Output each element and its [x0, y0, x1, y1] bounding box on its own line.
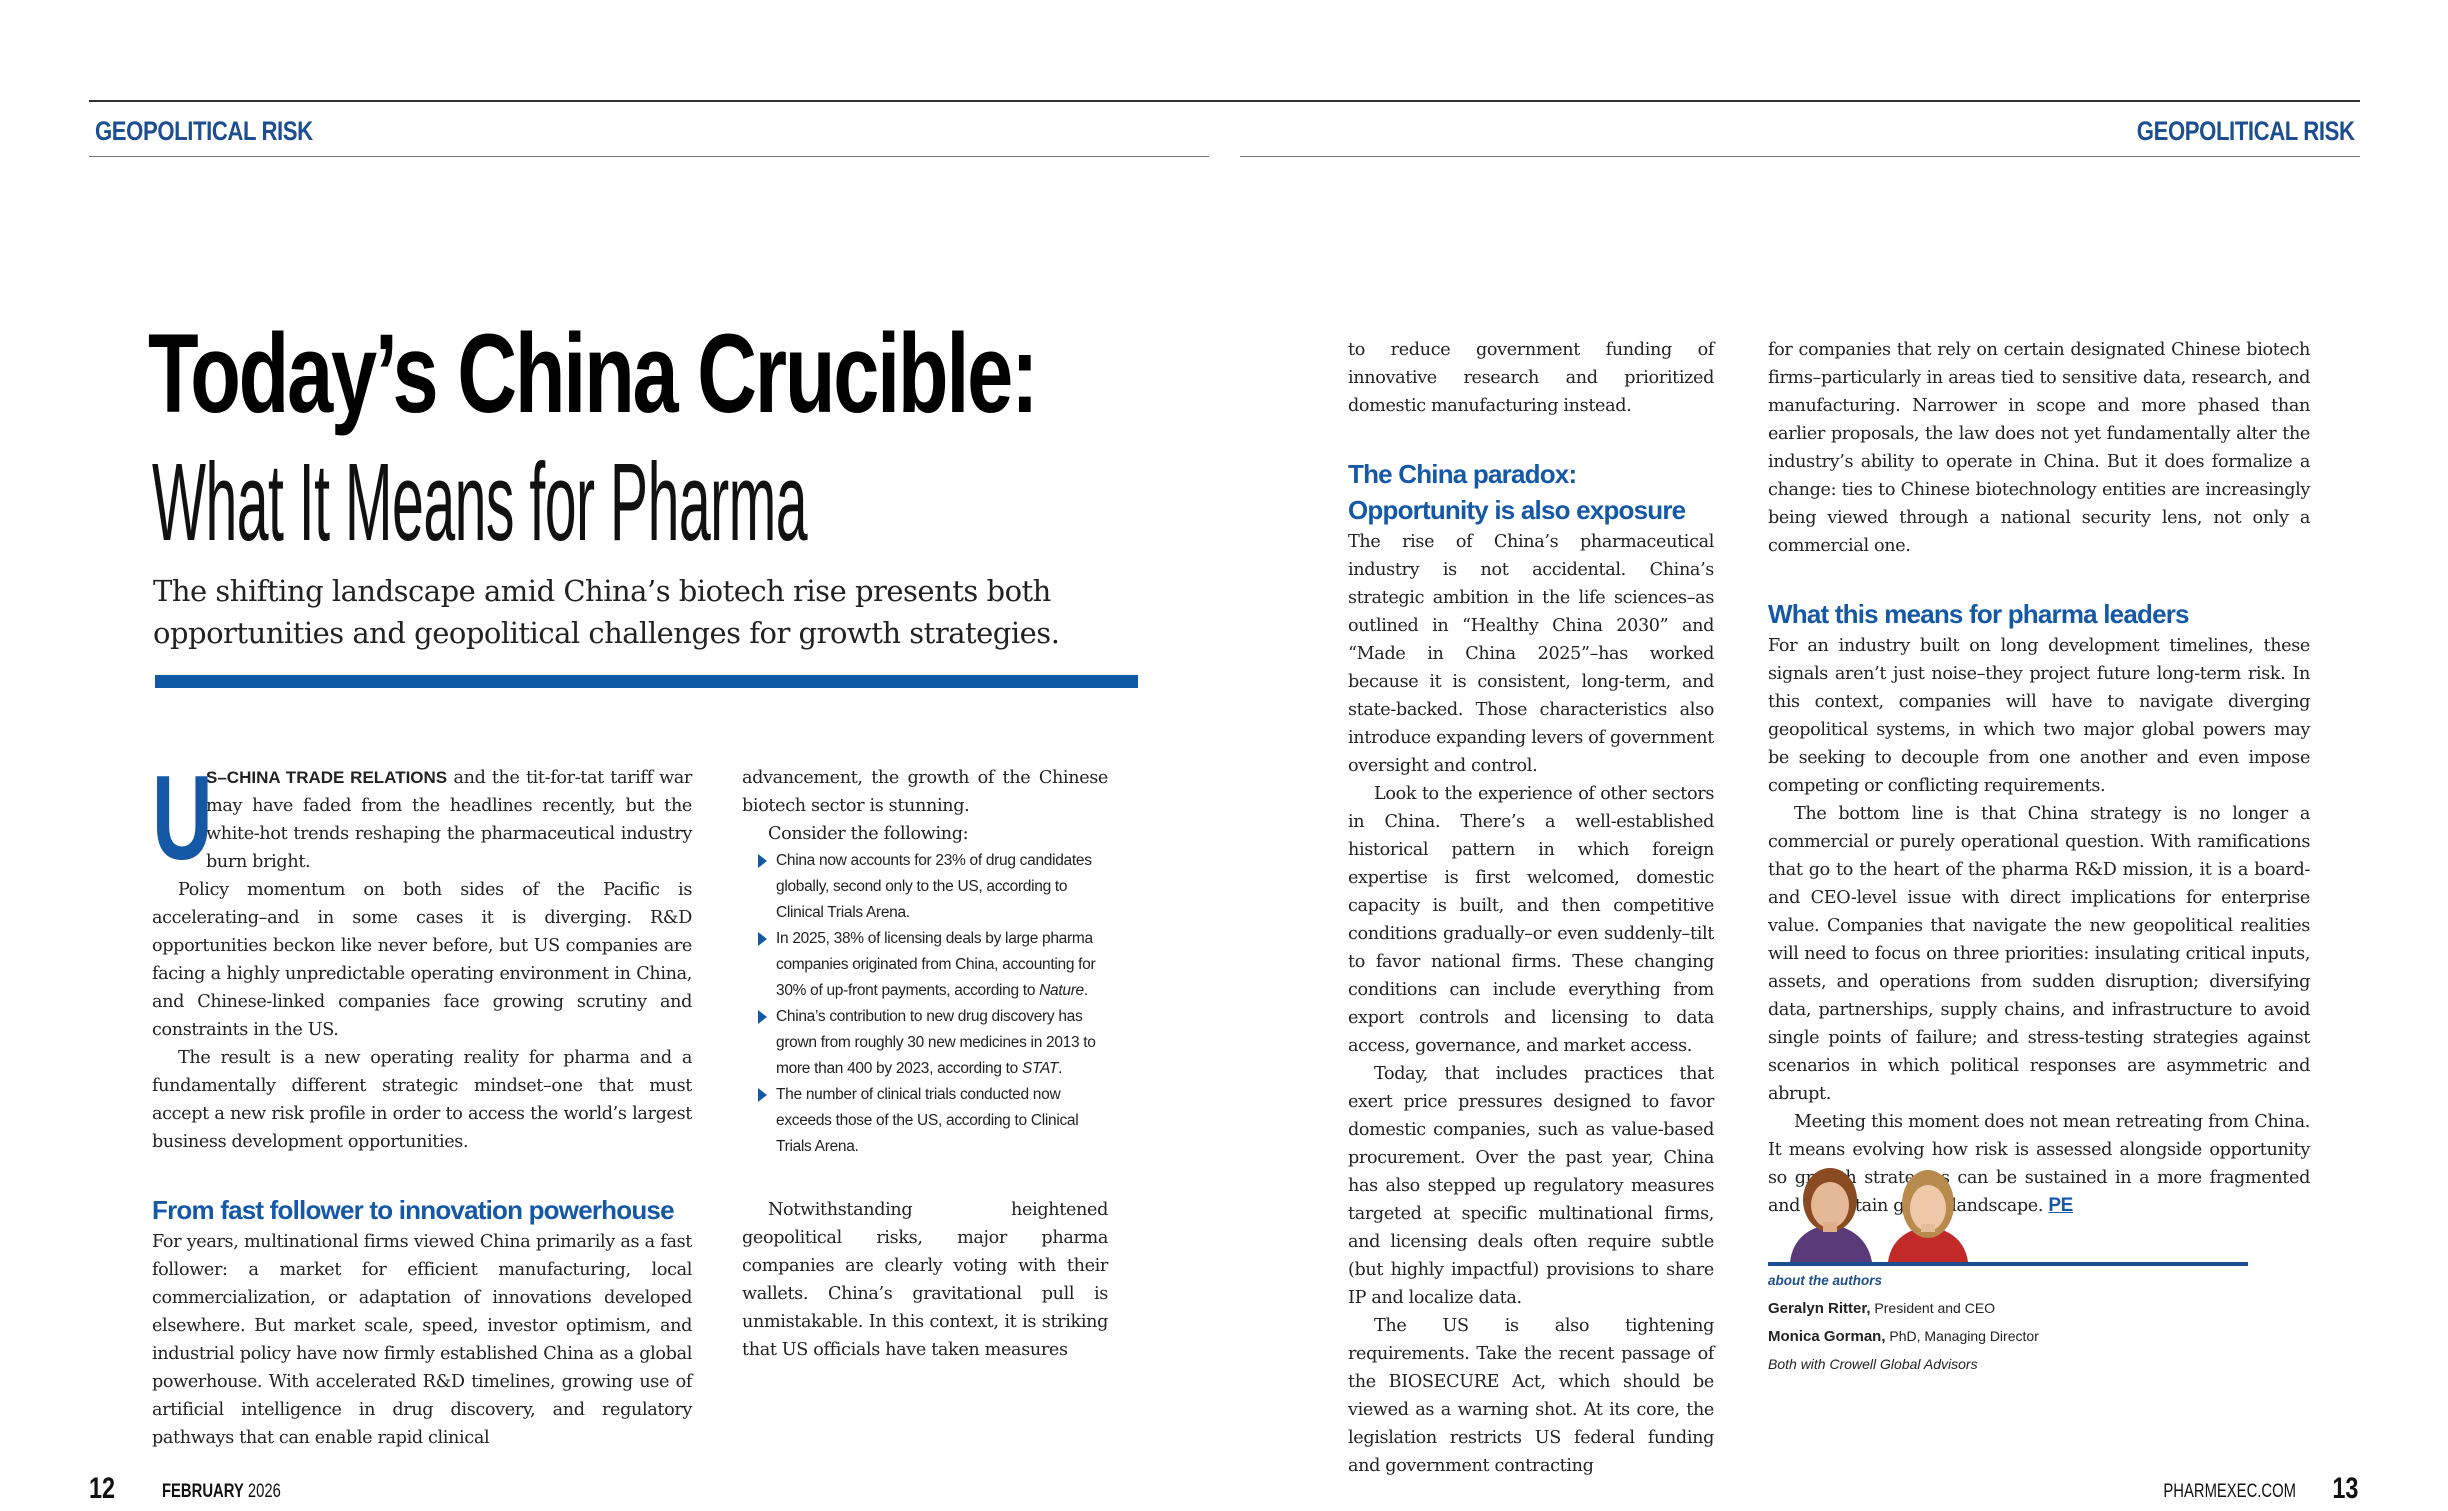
headline-blue-bar [155, 675, 1138, 688]
subhead-china-paradox: The China paradox: Opportunity is also e… [1348, 459, 1686, 525]
list-item: China now accounts for 23% of drug candi… [756, 848, 1108, 926]
bullet-triangle-icon [758, 854, 767, 868]
headline-title: Today’s China Crucible: [148, 311, 1039, 436]
top-rule [89, 100, 2360, 102]
author-photo-gorman [1888, 1170, 1968, 1262]
section-label-left: GEOPOLITICAL RISK [95, 116, 313, 146]
author-ritter: Geralyn Ritter, President and CEO [1768, 1300, 1996, 1317]
paragraph: The bottom line is that China strategy i… [1768, 804, 2310, 1104]
headline-subtitle: What It Means for Pharma [152, 441, 808, 564]
about-authors-label: about the authors [1768, 1273, 1882, 1288]
section-label-right: GEOPOLITICAL RISK [2137, 116, 2355, 146]
article-column-3: to reduce government funding of innovati… [1348, 336, 1714, 1480]
bullet-triangle-icon [758, 1088, 767, 1102]
list-item: China’s contribution to new drug discove… [756, 1004, 1108, 1082]
article-column-2: advancement, the growth of the Chinese b… [742, 764, 1108, 1364]
paragraph: advancement, the growth of the Chinese b… [742, 768, 1108, 816]
end-mark: PE [2048, 1195, 2073, 1216]
subhead-pharma-leaders: What this means for pharma leaders [1768, 599, 2190, 629]
list-item: In 2025, 38% of licensing deals by large… [756, 926, 1108, 1004]
bullet-triangle-icon [758, 932, 767, 946]
page-number-left: 12 [89, 1472, 116, 1505]
subhead-fast-follower: From fast follower to innovation powerho… [152, 1195, 675, 1225]
author-rule [1768, 1262, 2248, 1266]
paragraph: Look to the experience of other sectors … [1348, 784, 1714, 1056]
headline-dek: The shifting landscape amid China’s biot… [153, 574, 1060, 650]
paragraph: Notwithstanding heightened geopolitical … [742, 1200, 1108, 1360]
issue-date: FEBRUARY 2026 [162, 1481, 281, 1502]
header-underline-right [1240, 156, 2360, 157]
author-affiliation: Both with Crowell Global Advisors [1768, 1356, 1978, 1372]
paragraph: The US is also tightening requirements. … [1348, 1316, 1714, 1476]
bullet-list: China now accounts for 23% of drug candi… [742, 848, 1108, 1160]
list-item: The number of clinical trials conducted … [756, 1082, 1108, 1160]
page-number-right: 13 [2331, 1472, 2358, 1505]
site-url: PHARMEXEC.COM [2163, 1481, 2296, 1502]
paragraph: For years, multinational firms viewed Ch… [152, 1232, 692, 1448]
header-underline-left [89, 156, 1209, 157]
paragraph: for companies that rely on certain desig… [1768, 340, 2310, 556]
paragraph-text: and the tit-for-tat tariff war may have … [206, 768, 692, 872]
paragraph: Consider the following: [768, 824, 969, 844]
paragraph: The rise of China’s pharmaceutical indus… [1348, 532, 1714, 776]
dropcap-letter: U [152, 751, 213, 885]
paragraph: Today, that includes practices that exer… [1348, 1064, 1714, 1308]
paragraph: For an industry built on long developmen… [1768, 636, 2310, 796]
author-photos [1790, 1168, 1968, 1262]
lead-in: S–CHINA TRADE RELATIONS [206, 768, 448, 787]
author-photo-ritter [1790, 1168, 1872, 1262]
bullet-triangle-icon [758, 1010, 767, 1024]
paragraph: to reduce government funding of innovati… [1348, 340, 1714, 416]
paragraph: Policy momentum on both sides of the Pac… [152, 880, 692, 1040]
paragraph: The result is a new operating reality fo… [152, 1048, 692, 1152]
article-column-4: for companies that rely on certain desig… [1768, 336, 2310, 1220]
author-gorman: Monica Gorman, PhD, Managing Director [1768, 1328, 2039, 1345]
